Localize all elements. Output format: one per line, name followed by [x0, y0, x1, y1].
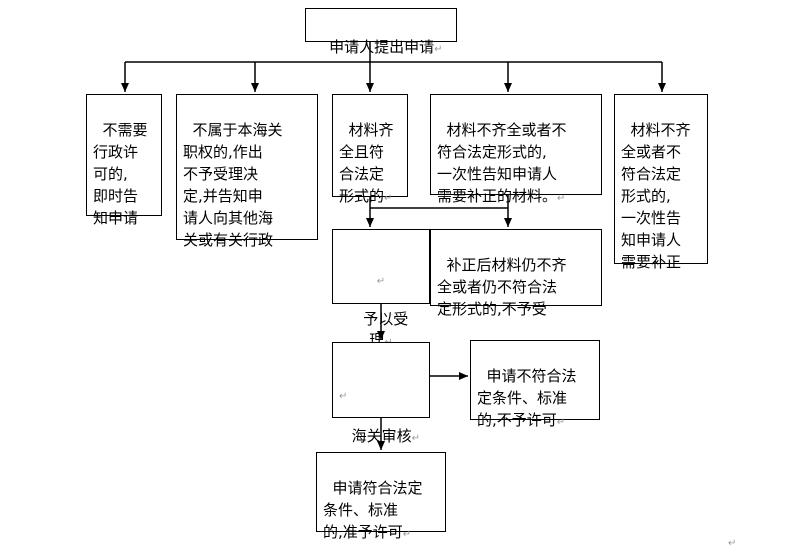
node-incomplete-notify: 材料不齐全或者不 符合法定形式的, 一次性告知申请人 需要补正的材料。↵	[430, 94, 602, 205]
trailing-paragraph-mark: ↵	[728, 538, 737, 549]
node-grant: 申请符合法定 条件、标准 的,准予许可↵	[316, 452, 446, 541]
node-still-incomplete: 补正后材料仍不齐 全或者仍不符合法 定形式的,不予受	[430, 229, 602, 318]
node-complete: 材料齐 全且符 合法定 形式的↵	[332, 94, 408, 205]
node-not-customs: 不属于本海关 职权的,作出 不予受理决 定,并告知申 请人向其他海 关或有关行政	[176, 94, 318, 249]
node-deny: 申请不符合法 定条件、标准 的,不予许可↵	[470, 340, 600, 429]
node-start: 申请人提出申请↵	[305, 8, 457, 56]
node-incomplete-right: 材料不齐 全或者不 符合法定 形式的, 一次性告 知申请人 需要补正	[614, 94, 708, 271]
node-accept: ↵ 予以受 理↵	[332, 229, 430, 349]
node-review: ↵ 海关审核↵	[332, 342, 430, 445]
node-no-permit: 不需要 行政许 可的, 即时告 知申请	[86, 94, 162, 227]
